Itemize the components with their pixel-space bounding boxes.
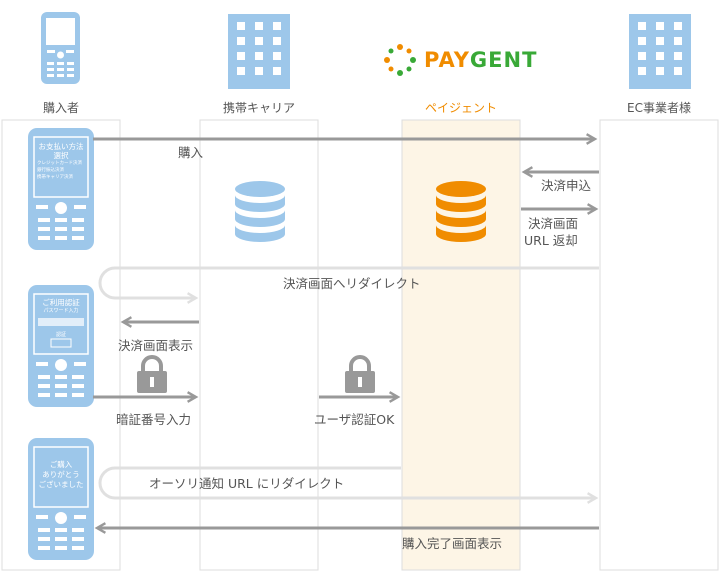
phone2-line-2: パスワード入力 — [43, 308, 79, 314]
arrow-auth-notify — [98, 466, 599, 504]
lane-merchant — [599, 119, 719, 571]
carrier-database-icon — [235, 181, 285, 242]
label-pin-input: 暗証番号入力 — [116, 412, 192, 427]
merchant-building-icon — [629, 14, 691, 89]
paygent-logo-mark — [384, 44, 416, 76]
label-show-payment: 決済画面表示 — [118, 338, 194, 353]
phone2-line-3: 認証 — [55, 332, 66, 338]
phone1-line-3: クレジットカード決済 — [37, 161, 82, 166]
label-complete: 購入完了画面表示 — [402, 536, 503, 551]
building-icon — [228, 14, 290, 89]
lane-label-customer: 購入者 — [42, 101, 79, 115]
paygent-database-icon — [436, 181, 486, 242]
phone1-screen: お支払い方法 選択 クレジットカード決済 銀行振込決済 携帯キャリア決済 — [34, 142, 88, 181]
paygent-logo: PAYGENT — [424, 48, 537, 72]
phone1-line-2: 選択 — [53, 151, 69, 160]
phone1-line-5: 携帯キャリア決済 — [37, 175, 73, 180]
phone3-screen: ご購入 ありがとう ございました — [34, 460, 88, 490]
lane-label-paygent: ペイジェント — [424, 101, 497, 115]
label-return-url-2: URL 返却 — [524, 233, 578, 248]
lane-label-carrier: 携帯キャリア — [222, 101, 295, 115]
phone3-line-3: ございました — [38, 480, 84, 489]
phone3-line-1: ご購入 — [49, 460, 73, 469]
phone-payment-select — [28, 128, 94, 250]
label-purchase: 購入 — [178, 145, 204, 160]
lane-label-merchant: EC事業者様 — [627, 101, 691, 115]
label-payment-request: 決済申込 — [541, 178, 592, 193]
logo-text-gent: GENT — [469, 48, 538, 72]
label-redirect-payment: 決済画面へリダイレクト — [283, 276, 421, 291]
phone1-line-1: お支払い方法 — [38, 142, 84, 151]
phone1-line-4: 銀行振込決済 — [37, 168, 64, 173]
label-return-url-1: 決済画面 — [528, 216, 579, 231]
phone-thank-you — [28, 438, 94, 560]
arrow-redirect-payment — [98, 266, 599, 304]
phone-password-auth — [28, 285, 94, 407]
logo-text-pay: PAY — [424, 48, 470, 72]
label-user-auth-ok: ユーザ認証OK — [314, 412, 395, 427]
mobile-phone-icon — [41, 12, 80, 84]
lock-icon — [137, 355, 167, 393]
lock-icon-2 — [345, 355, 375, 393]
phone2-line-1: ご利用認証 — [42, 298, 80, 307]
phone2-screen: ご利用認証 パスワード入力 認証 — [34, 298, 88, 339]
phone3-line-2: ありがとう — [42, 470, 80, 479]
label-auth-notify: オーソリ通知 URL にリダイレクト — [149, 476, 345, 491]
